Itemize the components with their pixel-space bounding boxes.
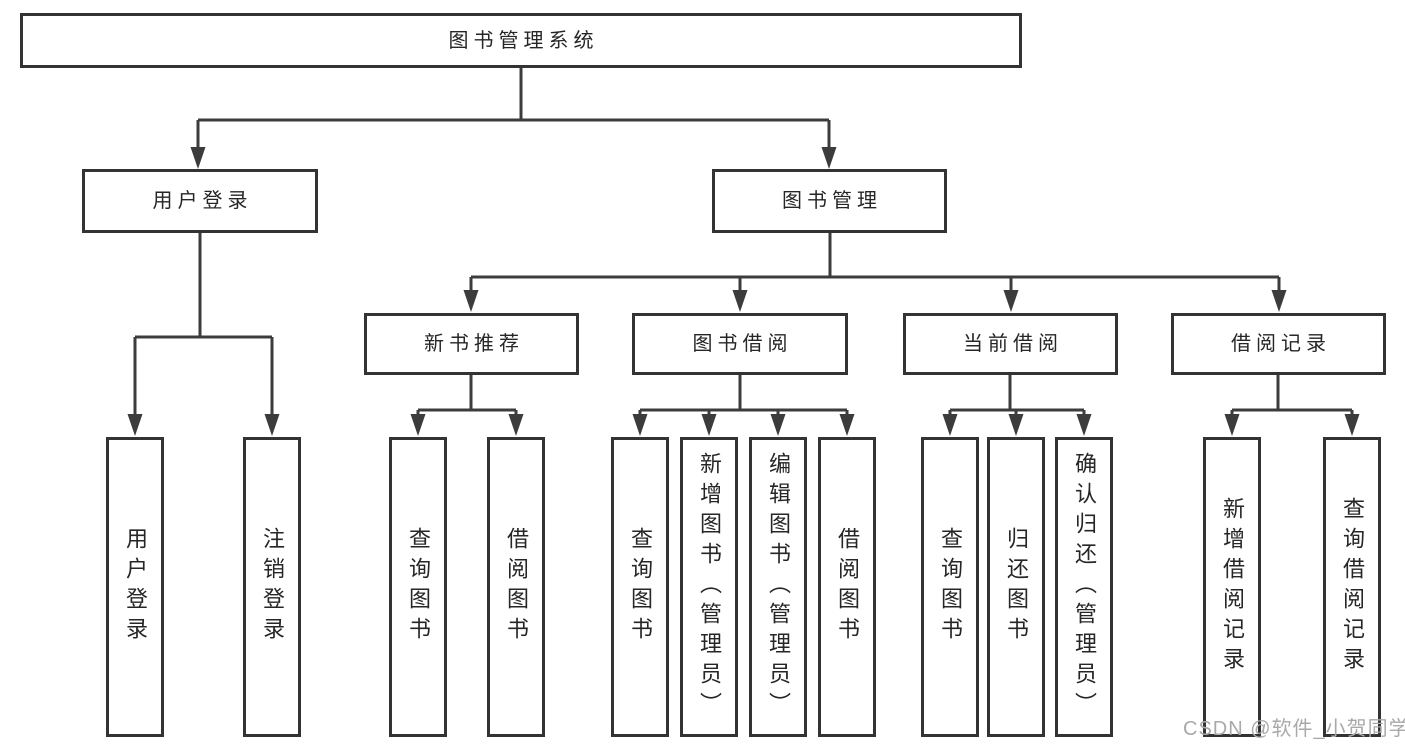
leaf-return-books: 归还图书: [987, 437, 1045, 737]
arrow-down-icon: [632, 414, 648, 436]
connector-root-branch: [196, 68, 831, 150]
arrow-down-icon: [1271, 290, 1287, 312]
arrow-down-icon: [770, 414, 786, 436]
connector-book-management-branch: [469, 233, 1281, 293]
arrow-down-icon: [1076, 414, 1092, 436]
arrow-down-icon: [1224, 414, 1240, 436]
leaf-query-books-recommend: 查询图书: [389, 437, 447, 737]
node-new-book-recommend: 新书推荐: [364, 313, 579, 375]
leaf-borrow-books: 借阅图书: [818, 437, 876, 737]
node-user-login-label: 用户登录: [152, 190, 253, 212]
leaf-user-login-label: 用户登录: [123, 527, 148, 647]
node-current-borrow-label: 当前借阅: [963, 333, 1063, 355]
leaf-confirm-return-admin: 确认归还（管理员）: [1055, 437, 1113, 737]
arrow-down-icon: [463, 290, 479, 312]
connector-new-book-branch: [416, 375, 518, 417]
node-new-book-recommend-label: 新书推荐: [424, 333, 524, 355]
leaf-query-books-borrow-label: 查询图书: [628, 527, 653, 647]
leaf-borrow-books-recommend-label: 借阅图书: [504, 527, 529, 647]
node-book-borrow: 图书借阅: [632, 313, 848, 375]
arrow-down-icon: [508, 414, 524, 436]
leaf-borrow-books-label: 借阅图书: [835, 527, 860, 647]
connector-user-login-branch: [133, 233, 274, 417]
leaf-add-books-admin-label: 新增图书（管理员）: [697, 452, 722, 722]
node-book-borrow-label: 图书借阅: [692, 333, 793, 355]
leaf-confirm-return-admin-label: 确认归还（管理员）: [1072, 452, 1097, 722]
node-borrow-records-label: 借阅记录: [1231, 333, 1331, 355]
arrow-down-icon: [190, 147, 206, 169]
arrow-down-icon: [1008, 414, 1024, 436]
node-borrow-records: 借阅记录: [1171, 313, 1386, 375]
node-book-management-label: 图书管理: [782, 190, 882, 212]
leaf-query-books-borrow: 查询图书: [611, 437, 669, 737]
connector-borrow-records-branch: [1230, 375, 1354, 417]
arrow-down-icon: [701, 414, 717, 436]
leaf-edit-books-admin: 编辑图书（管理员）: [749, 437, 807, 737]
arrow-down-icon: [410, 414, 426, 436]
leaf-edit-books-admin-label: 编辑图书（管理员）: [766, 452, 791, 722]
leaf-query-books-current-label: 查询图书: [938, 527, 963, 647]
arrow-down-icon: [942, 414, 958, 436]
node-current-borrow: 当前借阅: [903, 313, 1118, 375]
leaf-return-books-label: 归还图书: [1004, 527, 1029, 647]
connector-current-borrow-branch: [948, 375, 1086, 417]
leaf-add-borrow-record: 新增借阅记录: [1203, 437, 1261, 737]
leaf-query-borrow-record-label: 查询借阅记录: [1340, 497, 1365, 677]
arrow-down-icon: [732, 290, 748, 312]
node-book-management: 图书管理: [712, 169, 947, 233]
leaf-user-login: 用户登录: [106, 437, 164, 737]
node-root-label: 图书管理系统: [448, 29, 599, 52]
arrow-down-icon: [839, 414, 855, 436]
leaf-borrow-books-recommend: 借阅图书: [487, 437, 545, 737]
arrow-down-icon: [264, 414, 280, 436]
leaf-add-books-admin: 新增图书（管理员）: [680, 437, 738, 737]
leaf-add-borrow-record-label: 新增借阅记录: [1220, 497, 1245, 677]
node-user-login: 用户登录: [82, 169, 318, 233]
connector-book-borrow-branch: [638, 375, 849, 417]
leaf-query-books-current: 查询图书: [921, 437, 979, 737]
arrow-down-icon: [821, 147, 837, 169]
csdn-watermark: CSDN @软件_小贺同学: [1183, 718, 1405, 740]
node-root: 图书管理系统: [20, 13, 1022, 68]
leaf-logout: 注销登录: [243, 437, 301, 737]
leaf-query-books-recommend-label: 查询图书: [406, 527, 431, 647]
arrow-down-icon: [1344, 414, 1360, 436]
leaf-logout-label: 注销登录: [260, 527, 285, 647]
arrow-down-icon: [127, 414, 143, 436]
arrow-down-icon: [1003, 290, 1019, 312]
leaf-query-borrow-record: 查询借阅记录: [1323, 437, 1381, 737]
